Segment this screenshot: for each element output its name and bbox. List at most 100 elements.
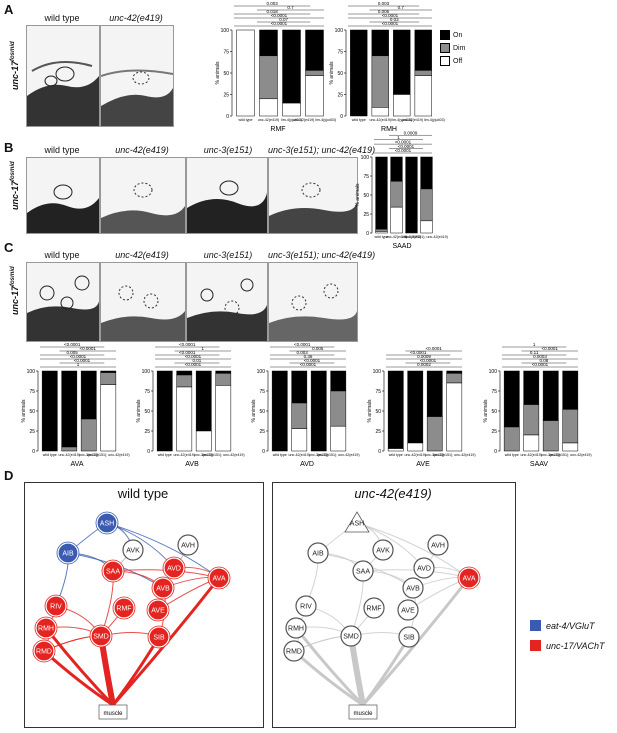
category-label: unc-42(e419) bbox=[59, 453, 80, 457]
y-axis-label: % animals bbox=[251, 399, 257, 423]
node-ring bbox=[44, 594, 68, 618]
y-tick-label: 75 bbox=[337, 50, 343, 56]
category-label: unc-3(e151); unc-42(e419) bbox=[549, 453, 592, 457]
y-tick-label: 25 bbox=[223, 93, 229, 99]
node-ash bbox=[344, 511, 370, 533]
pvalue-label: 0.07 bbox=[279, 17, 288, 22]
node-label: AIB bbox=[62, 551, 74, 558]
micro-c-title-4: unc-3(e151); unc-42(e419) bbox=[268, 250, 376, 260]
node-ring bbox=[162, 556, 186, 580]
y-axis-label: % animals bbox=[367, 399, 373, 423]
legend-vacht: unc-17/VAChT bbox=[530, 640, 605, 651]
micrograph-c-wildtype bbox=[26, 262, 100, 342]
category-label: wild type bbox=[273, 453, 287, 457]
bar-off bbox=[215, 385, 232, 452]
y-tick-label: 0 bbox=[340, 114, 343, 120]
bar-off bbox=[562, 442, 579, 452]
node-ave bbox=[397, 599, 419, 621]
category-label: wild type bbox=[505, 453, 519, 457]
pvalue-label: <0.0001 bbox=[398, 144, 415, 149]
category-label: wild type bbox=[239, 118, 253, 122]
bar-dim bbox=[503, 426, 520, 452]
micro-b-title-2: unc-42(e419) bbox=[115, 145, 169, 155]
micro-a-title-2: unc-42(e419) bbox=[109, 13, 163, 23]
node-ring bbox=[32, 639, 56, 663]
node-ring bbox=[147, 625, 171, 649]
y-tick-label: 50 bbox=[144, 409, 150, 415]
node-label: SIB bbox=[153, 635, 165, 642]
node-avd bbox=[413, 557, 435, 579]
legend-dim-label: Dim bbox=[453, 44, 466, 52]
legend-on-label: On bbox=[453, 31, 463, 39]
category-label: unc-42(e419) bbox=[258, 118, 279, 122]
y-tick-label: 0 bbox=[378, 449, 381, 455]
pvalue-label: 0.005 bbox=[67, 350, 79, 355]
category-label: unc-42(e419) bbox=[289, 453, 310, 457]
network-wildtype-title: wild type bbox=[117, 486, 169, 501]
y-tick-label: 25 bbox=[259, 429, 265, 435]
pvalue-label: <0.0001 bbox=[420, 358, 437, 363]
node-label: RIV bbox=[50, 604, 62, 611]
pvalue-label: 0.36 bbox=[304, 354, 313, 359]
y-tick-label: 25 bbox=[363, 212, 369, 218]
node-ring bbox=[89, 624, 113, 648]
node-aib bbox=[57, 542, 79, 564]
node-ring bbox=[457, 566, 481, 590]
y-tick-label: 0 bbox=[494, 449, 497, 455]
panel-label-d: D bbox=[4, 468, 14, 483]
chart-title: AVE bbox=[416, 461, 430, 468]
pvalue-label: 0.01 bbox=[193, 358, 202, 363]
category-label: unc-3(e151); unc-42(e419) bbox=[317, 453, 360, 457]
y-tick-label: 100 bbox=[221, 28, 230, 34]
pvalue-label: 0.018 bbox=[266, 9, 278, 14]
y-tick-label: 100 bbox=[27, 369, 36, 375]
y-tick-label: 50 bbox=[491, 409, 497, 415]
pvalue-label: 0.03 bbox=[390, 17, 399, 22]
y-tick-label: 75 bbox=[259, 389, 265, 395]
legend-vacht-swatch bbox=[530, 640, 541, 651]
panel-label-a: A bbox=[4, 2, 14, 17]
node-smd bbox=[90, 625, 112, 647]
y-axis-label: % animals bbox=[21, 399, 27, 423]
bar-off bbox=[523, 434, 540, 452]
pvalue-label: <0.0001 bbox=[395, 148, 412, 153]
micrograph-b-wildtype bbox=[26, 157, 100, 234]
y-tick-label: 25 bbox=[144, 429, 150, 435]
micro-b-title-1: wild type bbox=[44, 145, 80, 155]
y-tick-label: 50 bbox=[337, 71, 343, 77]
micrograph-c-unc3 bbox=[186, 262, 268, 342]
category-label: unc-42(e419) bbox=[521, 453, 542, 457]
category-label: wild type bbox=[389, 453, 403, 457]
node-ava bbox=[458, 567, 480, 589]
node-ave bbox=[147, 599, 169, 621]
node-label: AVH bbox=[181, 543, 195, 550]
pvalue-label: 1 bbox=[201, 346, 204, 351]
y-axis-label: % animals bbox=[483, 399, 489, 423]
legend-off-label: Off bbox=[453, 57, 463, 65]
y-tick-label: 0 bbox=[147, 449, 150, 455]
node-rmd bbox=[33, 640, 55, 662]
node-label: SAA bbox=[106, 569, 120, 576]
category-label: wild type bbox=[158, 453, 172, 457]
node-avb bbox=[152, 577, 174, 599]
micro-c-title-3: unc-3(e151) bbox=[203, 250, 253, 260]
node-aib bbox=[307, 542, 329, 564]
micrograph-b-unc42 bbox=[100, 157, 186, 234]
pvalue-label: 0.003 bbox=[266, 1, 278, 6]
state-legend: On Dim Off bbox=[440, 30, 465, 66]
y-tick-label: 50 bbox=[259, 409, 265, 415]
node-label: ASH bbox=[100, 521, 114, 528]
pvalue-label: 0.7 bbox=[398, 5, 405, 10]
pvalue-label: 0.006 bbox=[378, 9, 390, 14]
node-avk bbox=[372, 539, 394, 561]
bar-dim bbox=[80, 418, 97, 452]
node-sib bbox=[148, 626, 170, 648]
bar-off bbox=[387, 448, 404, 452]
bar-off bbox=[330, 425, 347, 452]
chart-title: SAAV bbox=[530, 461, 548, 468]
pvalue-label: 1 bbox=[397, 135, 400, 140]
